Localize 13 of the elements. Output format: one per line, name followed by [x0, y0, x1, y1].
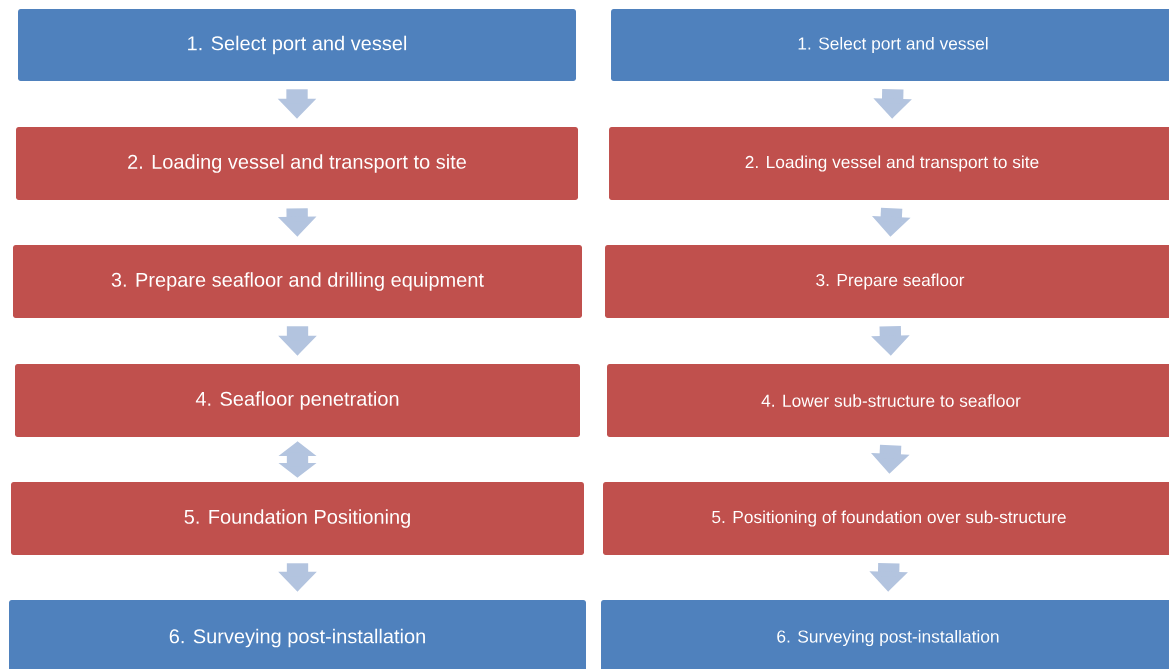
process-box: 5. Positioning of foundation over sub-structure [603, 482, 1169, 555]
block-arrow [278, 441, 317, 478]
process-box: 1. Select port and vessel [611, 9, 1169, 81]
process-box: 3. Prepare seafloor and drilling equipment [13, 245, 582, 318]
process-box: 1. Select port and vessel [18, 9, 576, 81]
process-box: 4. Lower sub-structure to seafloor [607, 364, 1169, 437]
process-box: 3. Prepare seafloor [605, 245, 1169, 318]
process-box: 4. Seafloor penetration [15, 364, 580, 437]
process-box: 5. Foundation Positioning [11, 482, 584, 555]
process-box: 6. Surveying post-installation [9, 600, 586, 669]
process-box: 2. Loading vessel and transport to site [609, 127, 1169, 200]
process-box: 2. Loading vessel and transport to site [16, 127, 578, 200]
process-box: 6. Surveying post-installation [601, 600, 1169, 669]
